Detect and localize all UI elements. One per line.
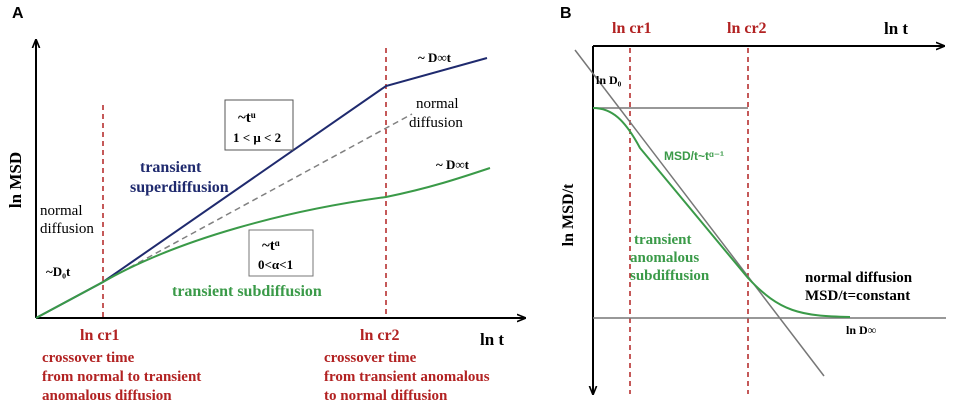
box-mu-range: 1 < μ < 2 xyxy=(233,130,281,145)
panel-b: B ln t ln MSD/t ln cr1 ln cr2 ln D₀ ln D… xyxy=(560,5,946,394)
msd-law-label: MSD/t~tᵅ⁻¹ xyxy=(664,149,724,163)
dinf-bottom-label: ~ D∞t xyxy=(436,157,470,172)
box-alpha: ~tᵅ 0<α<1 xyxy=(248,229,314,277)
panel-b-x-axis-label: ln t xyxy=(884,19,908,38)
power-law-line xyxy=(574,49,825,377)
panel-a-cr2-description: crossover time from transient anomalous … xyxy=(324,350,493,404)
box-mu: ~tᵘ 1 < μ < 2 xyxy=(224,99,294,151)
d0t-label: ~D₀t xyxy=(46,264,71,279)
superdiffusion-label: transient superdiffusion xyxy=(130,159,229,196)
ln-d0-label: ln D₀ xyxy=(596,73,622,87)
box-alpha-law: ~tᵅ xyxy=(262,238,280,254)
panel-b-cr1-label: ln cr1 xyxy=(612,20,652,37)
panel-a-cr2-label: ln cr2 xyxy=(360,327,400,344)
panel-b-normal-label: normal diffusion MSD/t=constant xyxy=(805,270,916,304)
box-alpha-range: 0<α<1 xyxy=(258,257,293,272)
panel-a-y-axis-label: ln MSD xyxy=(6,152,25,208)
subdiffusion-curve xyxy=(35,167,491,319)
panel-a-x-axis-label: ln t xyxy=(480,330,504,349)
panel-a-cr1-description: crossover time from normal to transient … xyxy=(42,350,205,404)
panel-a-label: A xyxy=(12,5,24,22)
panel-a: A ln MSD ln t normal diffusion ~D₀t norm… xyxy=(6,5,525,404)
panel-b-subdiffusion-label: transient anomalous subdiffusion xyxy=(630,232,710,284)
panel-b-cr2-label: ln cr2 xyxy=(727,20,767,37)
dinf-top-label: ~ D∞t xyxy=(418,50,452,65)
normal-diffusion-right-label: normal diffusion xyxy=(409,96,463,131)
normal-diffusion-line xyxy=(102,113,413,283)
panel-a-cr1-label: ln cr1 xyxy=(80,327,120,344)
msd-over-t-curve xyxy=(592,107,851,318)
normal-diffusion-left-label: normal diffusion xyxy=(40,203,94,237)
subdiffusion-label: transient subdiffusion xyxy=(172,283,322,300)
ln-dinf-label: ln D∞ xyxy=(846,323,877,337)
panel-b-label: B xyxy=(560,5,572,22)
box-mu-law: ~tᵘ xyxy=(238,110,256,126)
panel-b-y-axis-label: ln MSD/t xyxy=(560,183,577,246)
